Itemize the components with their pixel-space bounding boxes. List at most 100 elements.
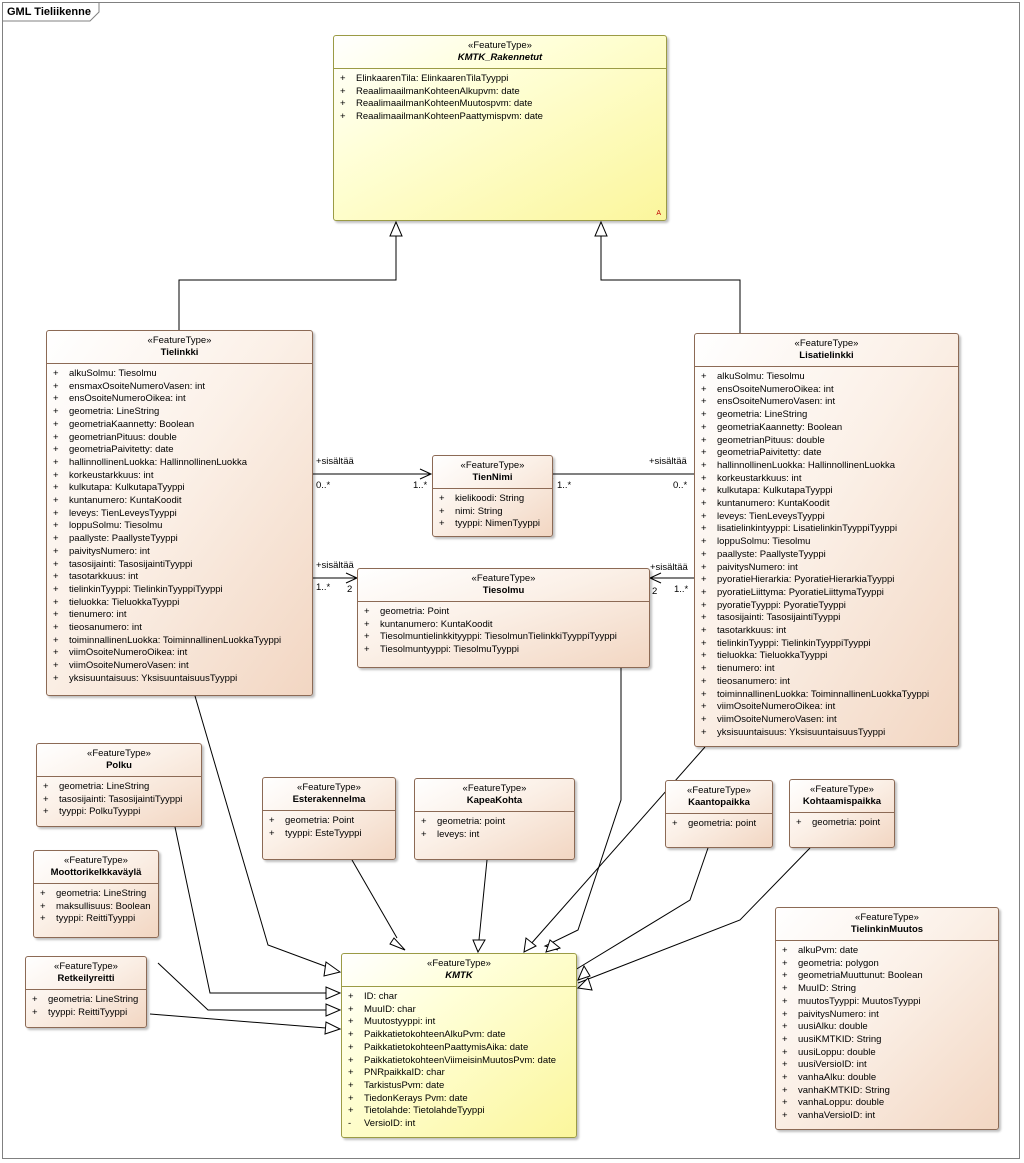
attribute-visibility: + [701, 459, 707, 471]
attribute-row: +PNRpaikkaID: char [348, 1067, 572, 1080]
attribute-list: +alkuSolmu: Tiesolmu+ensOsoiteNumeroOike… [695, 367, 958, 743]
attribute-visibility: + [701, 701, 707, 713]
attribute-visibility: + [269, 815, 275, 826]
stereotype-label: «FeatureType» [87, 748, 151, 759]
stereotype-label: «FeatureType» [147, 335, 212, 346]
class-kmtk[interactable]: «FeatureType» KMTK +ID: char+MuuID: char… [341, 953, 577, 1138]
class-lisatielinkki[interactable]: «FeatureType» Lisatielinkki +alkuSolmu: … [694, 333, 959, 747]
gen-arrowhead [576, 977, 593, 991]
attribute-row: +tieluokka: TieluokkaTyyppi [701, 650, 954, 663]
attribute-row: +geometriaMuuttunut: Boolean [782, 970, 994, 983]
assoc-source-multiplicity: 1..* [674, 584, 689, 595]
class-tiesolmu[interactable]: «FeatureType» Tiesolmu +geometria: Point… [357, 568, 650, 668]
stereotype-label: «FeatureType» [297, 782, 361, 793]
attribute-visibility: + [53, 545, 59, 557]
attribute-text: alkuPvm: date [798, 945, 859, 956]
attribute-text: geometria: Point [285, 815, 355, 826]
attribute-text: tienumero: int [717, 663, 775, 675]
abstract-marker: A [656, 210, 661, 217]
attribute-row: +paivitysNumero: int [701, 562, 954, 575]
attribute-text: kuntanumero: KuntaKoodit [69, 495, 182, 507]
attribute-row: +ReaalimaailmanKohteenMuutospvm: date [340, 98, 533, 110]
attribute-visibility: + [701, 434, 707, 446]
class-kaantopaikka[interactable]: «FeatureType» Kaantopaikka +geometria: p… [665, 780, 773, 848]
class-kohtaamispaikka[interactable]: «FeatureType» Kohtaamispaikka +geometria… [789, 779, 895, 848]
attribute-row: +alkuPvm: date [782, 945, 994, 958]
class-tielinkinmuutos[interactable]: «FeatureType» TielinkinMuutos +alkuPvm: … [775, 907, 999, 1130]
attribute-row: +toiminnallinenLuokka: ToiminnallinenLuo… [701, 689, 954, 702]
class-tielinkki[interactable]: «FeatureType» Tielinkki +alkuSolmu: Ties… [46, 330, 313, 696]
attribute-row: +tyyppi: ReittiTyyppi [32, 1007, 142, 1020]
attribute-row: +PaikkatietokohteenViimeisinMuutosPvm: d… [348, 1055, 572, 1068]
class-moottorikelkkavayla[interactable]: «FeatureType» Moottorikelkkaväylä +geome… [33, 850, 159, 938]
class-kmtk-rakennetut[interactable]: «FeatureType» KMTK_Rakennetut +Elinkaare… [333, 35, 667, 221]
attribute-visibility: + [701, 409, 707, 421]
attribute-row: +kulkutapa: KulkutapaTyyppi [701, 485, 954, 498]
attribute-visibility: + [348, 1067, 354, 1079]
attribute-text: TarkistusPvm: date [364, 1079, 445, 1091]
attribute-row: +uusiKMTKID: String [782, 1034, 994, 1047]
stereotype-label: «FeatureType» [460, 460, 525, 471]
attribute-visibility: + [53, 380, 59, 392]
attribute-text: yksisuuntaisuus: YksisuuntaisuusTyyppi [69, 672, 238, 684]
attribute-text: kuntanumero: KuntaKoodit [717, 498, 830, 510]
attribute-text: pyoratieHierarkia: PyoratieHierarkiaTyyp… [717, 574, 895, 586]
class-header: «FeatureType» TielinkinMuutos [776, 908, 998, 941]
attribute-text: vanhaLoppu: double [798, 1097, 885, 1109]
frame-title-tab: GML Tieliikenne [2, 2, 100, 22]
attribute-text: PaikkatietokohteenAlkuPvm: date [364, 1029, 506, 1041]
frame-title: GML Tieliikenne [7, 6, 91, 18]
attribute-text: vanhaAlku: double [798, 1072, 877, 1084]
attribute-visibility: + [364, 606, 370, 617]
attribute-visibility: + [701, 548, 707, 560]
attribute-text: tyyppi: NimenTyyppi [455, 518, 541, 530]
attribute-row: +ensOsoiteNumeroOikea: int [53, 393, 308, 406]
assoc-role-label: +sisältää [650, 562, 688, 573]
stereotype-label: «FeatureType» [794, 338, 859, 349]
attribute-text: uusiLoppu: double [798, 1046, 876, 1058]
attribute-visibility: + [53, 622, 59, 634]
attribute-visibility: + [701, 485, 707, 497]
class-name: TienNimi [472, 472, 513, 483]
attribute-list: +geometria: LineString+tyyppi: ReittiTyy… [26, 990, 146, 1023]
attribute-visibility: + [701, 586, 707, 598]
attribute-row: +geometrianPituus: double [701, 435, 954, 448]
attribute-visibility: + [53, 533, 59, 545]
attribute-text: ensOsoiteNumeroOikea: int [69, 393, 186, 405]
attribute-text: vanhaVersioID: int [798, 1110, 876, 1122]
attribute-visibility: + [269, 827, 275, 839]
class-esterakennelma[interactable]: «FeatureType» Esterakennelma +geometria:… [262, 777, 396, 860]
attribute-text: tasosijainti: TasosijaintiTyyppi [69, 558, 193, 570]
attribute-visibility: + [348, 1029, 354, 1041]
attribute-visibility: + [701, 675, 707, 687]
attribute-visibility: + [782, 1021, 788, 1033]
class-polku[interactable]: «FeatureType» Polku +geometria: LineStri… [36, 743, 202, 827]
attribute-row: +geometria: Point [364, 606, 645, 619]
assoc-target-multiplicity: 2 [347, 584, 353, 595]
attribute-text: vanhaKMTKID: String [798, 1084, 890, 1096]
attribute-row: +geometria: LineString [32, 994, 142, 1007]
class-kapeakohta[interactable]: «FeatureType» KapeaKohta +geometria: poi… [414, 778, 575, 860]
attribute-row: +kuntanumero: KuntaKoodit [53, 495, 308, 508]
attribute-visibility: + [32, 994, 38, 1005]
attribute-text: hallinnollinenLuokka: HallinnollinenLuok… [69, 456, 247, 468]
assoc-source-multiplicity: 0..* [673, 480, 688, 491]
attribute-list: +geometria: Point+tyyppi: EsteTyyppi [263, 811, 395, 844]
attribute-visibility: + [782, 1059, 788, 1071]
attribute-visibility: + [701, 472, 707, 484]
attribute-visibility: + [348, 1092, 354, 1104]
attribute-text: tasotarkkuus: int [717, 625, 787, 637]
class-retkeilyreitti[interactable]: «FeatureType» Retkeilyreitti +geometria:… [25, 956, 147, 1028]
attribute-visibility: + [53, 368, 59, 379]
attribute-row: +tyyppi: ReittiTyyppi [40, 913, 154, 926]
class-name: TielinkinMuutos [850, 924, 924, 935]
class-tiennimi[interactable]: «FeatureType» TienNimi +kielikoodi: Stri… [432, 455, 553, 537]
attribute-row: +lisatielinkintyyppi: LisatielinkinTyypp… [701, 523, 954, 536]
attribute-row: +geometria: point [796, 817, 890, 830]
attribute-row: +loppuSolmu: Tiesolmu [53, 520, 308, 533]
attribute-text: geometria: LineString [69, 406, 160, 418]
attribute-row: +geometria: LineString [53, 406, 308, 419]
gen-arrowhead [325, 986, 342, 1000]
gen-kohtaamispaikka-kmtk [577, 847, 811, 984]
attribute-row: +tasosijainti: TasosijaintiTyyppi [43, 794, 197, 807]
